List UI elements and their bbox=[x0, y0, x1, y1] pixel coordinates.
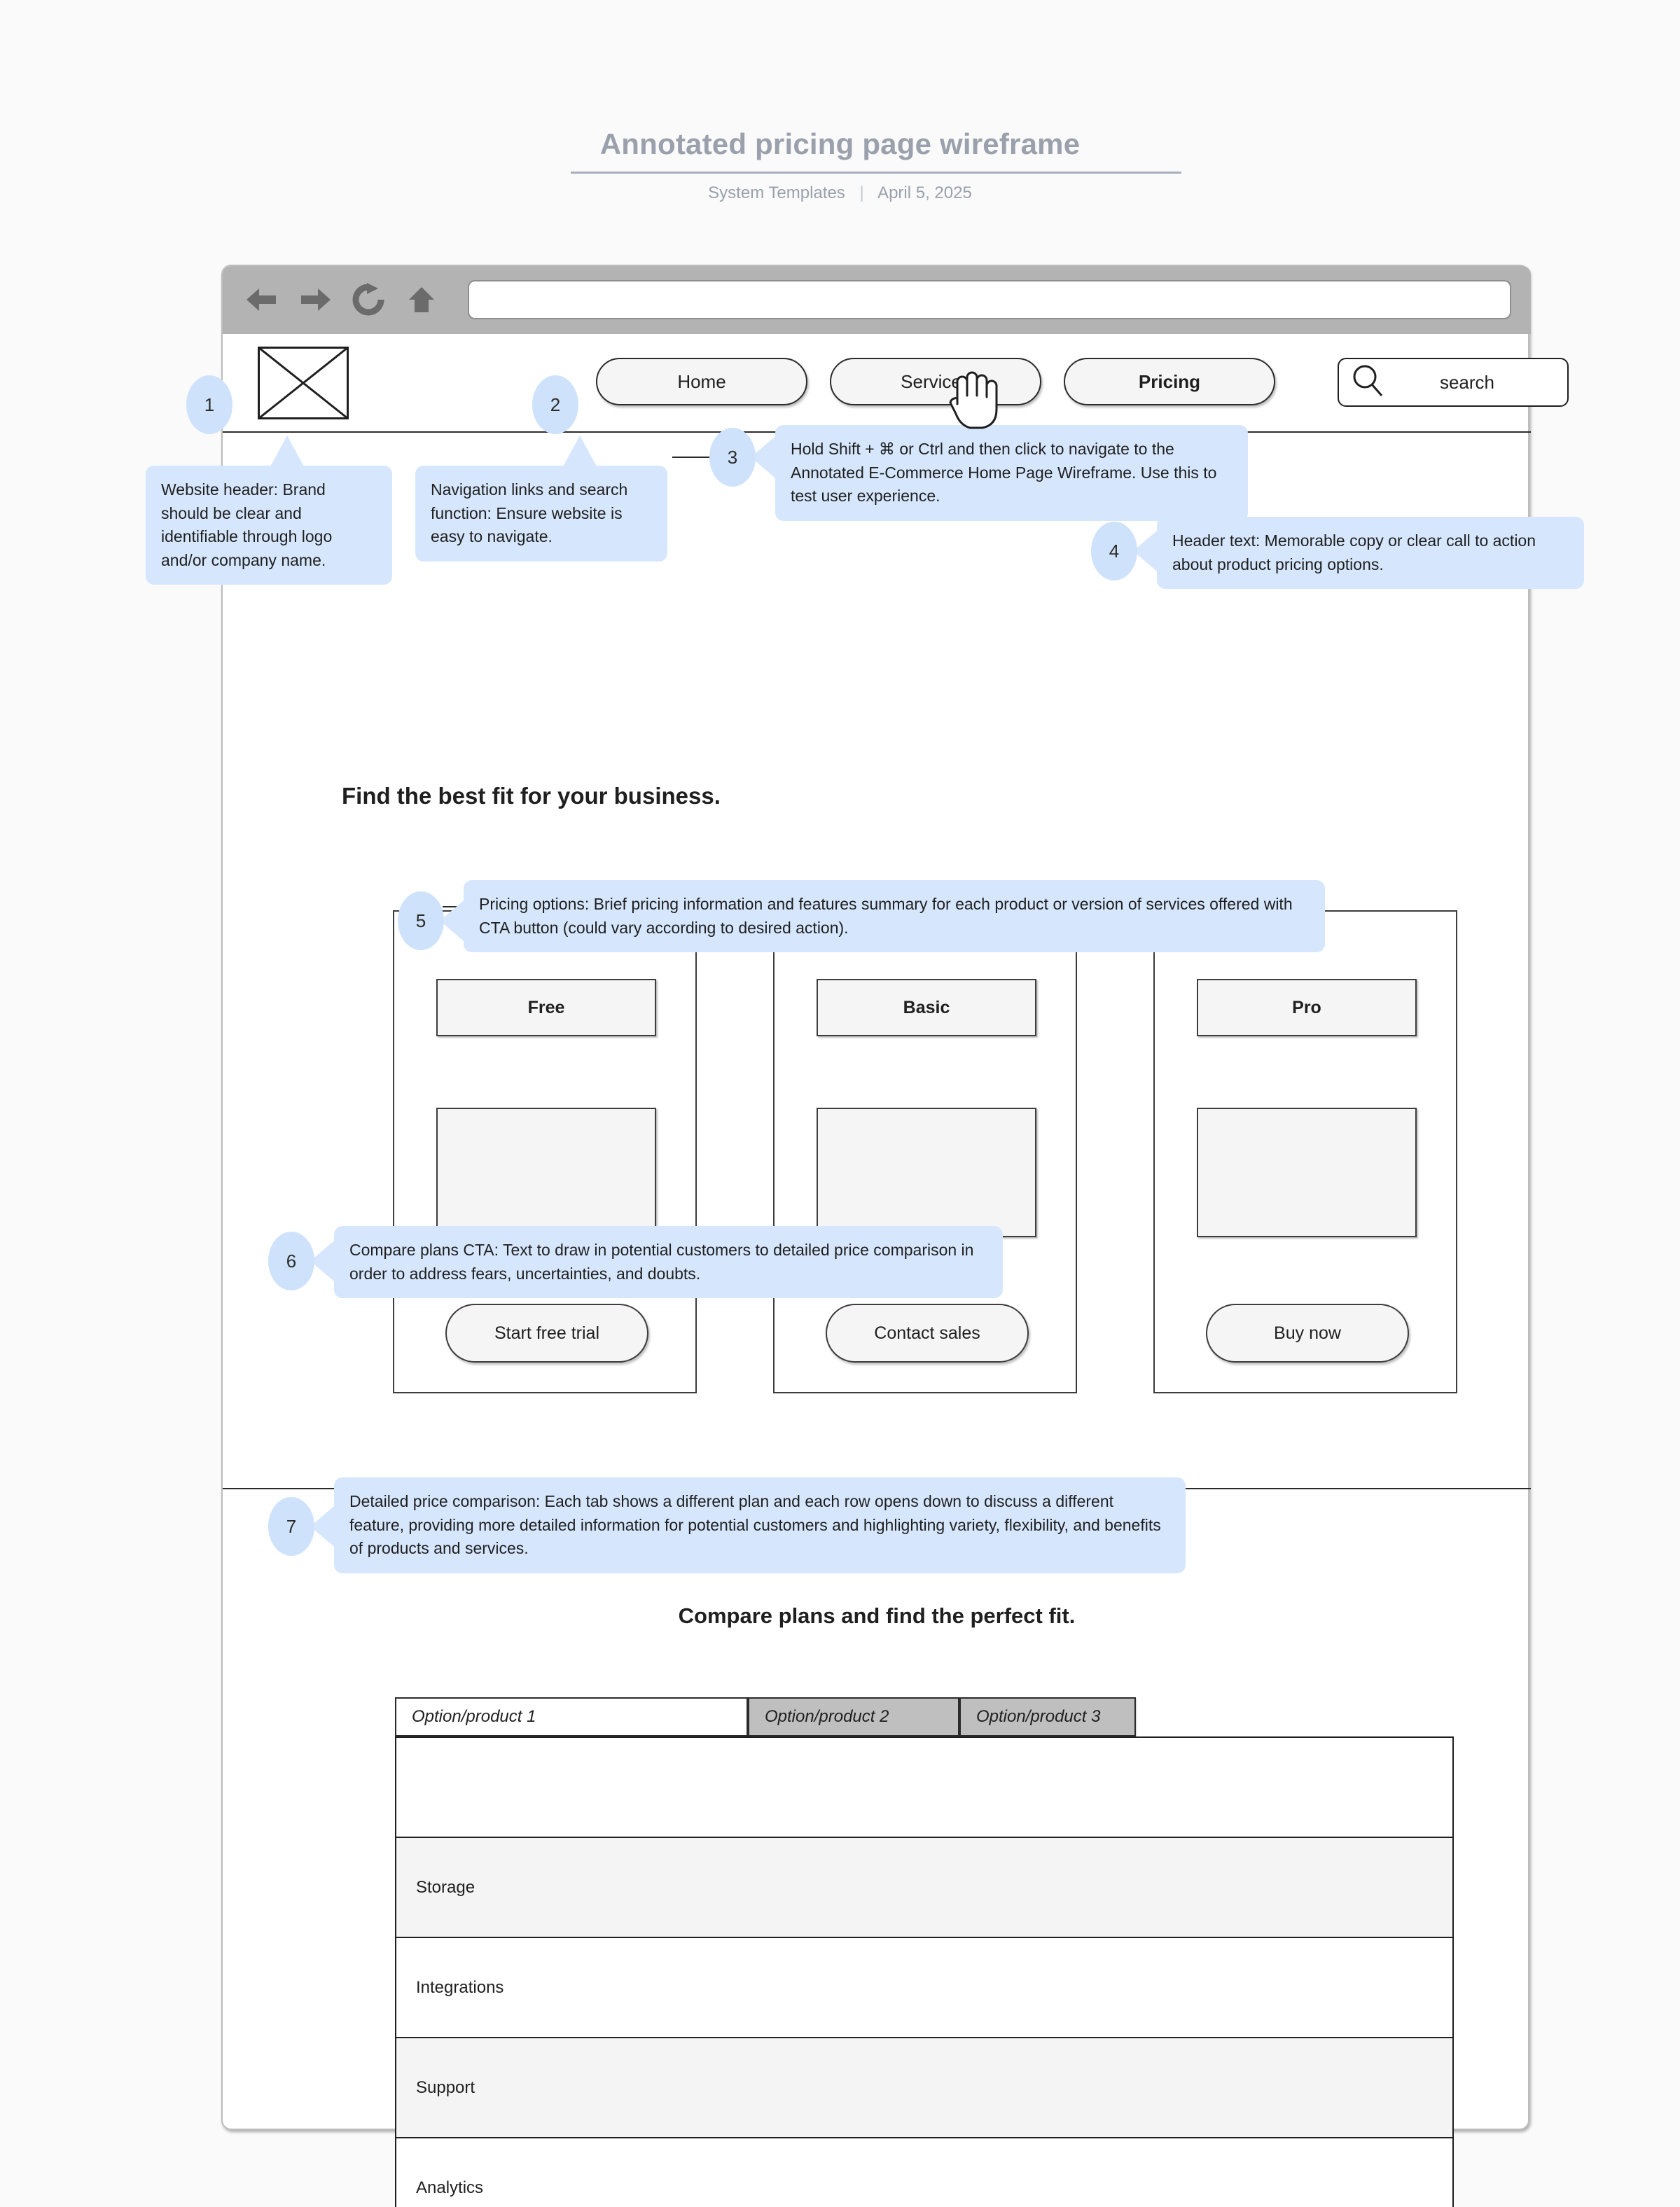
tab-option-product-1[interactable]: Option/product 1 bbox=[395, 1697, 748, 1736]
cta-start-free-trial[interactable]: Start free trial bbox=[445, 1304, 648, 1363]
site-header: Home Services Pricing search bbox=[223, 334, 1569, 433]
annotation-tail-1 bbox=[270, 436, 304, 466]
annotation-text-2: Navigation links and search function: En… bbox=[415, 466, 667, 562]
subtitle-separator: | bbox=[859, 183, 864, 202]
document-subtitle: System Templates | April 5, 2025 bbox=[0, 183, 1680, 203]
accordion-row-integrations[interactable]: Integrations bbox=[396, 1938, 1452, 2038]
annotation-text-7: Detailed price comparison: Each tab show… bbox=[334, 1477, 1186, 1573]
nav-item-pricing[interactable]: Pricing bbox=[1064, 358, 1275, 405]
comparison-tabs: Option/product 1 Option/product 2 Option… bbox=[395, 1697, 1136, 1736]
search-icon bbox=[1350, 363, 1385, 403]
compare-headline: Compare plans and find the perfect fit. bbox=[678, 1603, 1076, 1628]
plan-details-pro bbox=[1197, 1108, 1417, 1237]
plan-name-basic: Basic bbox=[817, 979, 1036, 1036]
accordion-row-storage[interactable]: Storage bbox=[396, 1838, 1452, 1938]
reload-icon[interactable] bbox=[350, 281, 387, 318]
annotation-tail-5 bbox=[440, 897, 468, 945]
annotation-text-5: Pricing options: Brief pricing informati… bbox=[464, 880, 1325, 953]
page-title: Annotated pricing page wireframe bbox=[599, 127, 1081, 160]
annotation-badge-2[interactable]: 2 bbox=[532, 375, 578, 434]
annotation-badge-7[interactable]: 7 bbox=[268, 1497, 314, 1556]
search-input[interactable]: search bbox=[1338, 358, 1569, 407]
nav-item-services[interactable]: Services bbox=[830, 358, 1041, 405]
annotation-text-1: Website header: Brand should be clear an… bbox=[146, 466, 392, 585]
annotation-text-3: Hold Shift + ⌘ or Ctrl and then click to… bbox=[775, 425, 1248, 521]
search-placeholder-text: search bbox=[1439, 371, 1495, 393]
annotation-badge-5[interactable]: 5 bbox=[398, 891, 444, 950]
document-date: April 5, 2025 bbox=[877, 183, 972, 202]
nav-item-home[interactable]: Home bbox=[596, 358, 807, 405]
document-author: System Templates bbox=[708, 183, 845, 202]
annotation-tail-4 bbox=[1133, 527, 1161, 575]
accordion-row-analytics[interactable]: Analytics bbox=[396, 2138, 1452, 2207]
annotation-badge-4[interactable]: 4 bbox=[1091, 522, 1137, 580]
annotation-badge-1[interactable]: 1 bbox=[186, 375, 232, 434]
accordion-row-support[interactable]: Support bbox=[396, 2038, 1452, 2138]
annotation-tail-7 bbox=[310, 1503, 338, 1550]
annotation-connector-3 bbox=[672, 457, 718, 458]
pricing-card-free: Free Start free trial bbox=[393, 910, 697, 1393]
plan-name-free: Free bbox=[436, 979, 656, 1036]
plan-details-basic bbox=[817, 1108, 1036, 1237]
accordion-row-intro[interactable] bbox=[396, 1738, 1452, 1838]
pricing-card-basic: Basic Contact sales bbox=[773, 910, 1077, 1393]
browser-nav-icons bbox=[244, 281, 440, 318]
home-icon[interactable] bbox=[403, 281, 440, 318]
forward-arrow-icon[interactable] bbox=[297, 281, 333, 318]
tab-option-product-3[interactable]: Option/product 3 bbox=[959, 1697, 1136, 1736]
tab-option-product-2[interactable]: Option/product 2 bbox=[748, 1697, 959, 1736]
url-input[interactable] bbox=[468, 280, 1511, 319]
annotation-tail-6 bbox=[310, 1237, 338, 1285]
annotation-text-4: Header text: Memorable copy or clear cal… bbox=[1157, 517, 1584, 590]
primary-navigation: Home Services Pricing bbox=[596, 358, 1275, 405]
back-arrow-icon[interactable] bbox=[244, 281, 280, 318]
plan-details-free bbox=[436, 1108, 656, 1237]
comparison-accordion: Storage Integrations Support Analytics M… bbox=[395, 1736, 1454, 2207]
plan-name-pro: Pro bbox=[1197, 979, 1417, 1036]
hero-headline: Find the best fit for your business. bbox=[342, 783, 721, 809]
cta-contact-sales[interactable]: Contact sales bbox=[826, 1304, 1029, 1363]
annotation-badge-3[interactable]: 3 bbox=[709, 428, 756, 487]
annotation-text-6: Compare plans CTA: Text to draw in poten… bbox=[334, 1226, 1003, 1299]
logo-placeholder-icon bbox=[258, 347, 349, 419]
browser-chrome-bar bbox=[223, 266, 1531, 334]
annotation-badge-6[interactable]: 6 bbox=[268, 1232, 314, 1290]
pricing-card-pro: Pro Buy now bbox=[1153, 910, 1457, 1393]
annotation-tail-2 bbox=[563, 436, 597, 466]
title-underline bbox=[571, 172, 1181, 174]
cta-buy-now[interactable]: Buy now bbox=[1206, 1304, 1409, 1363]
